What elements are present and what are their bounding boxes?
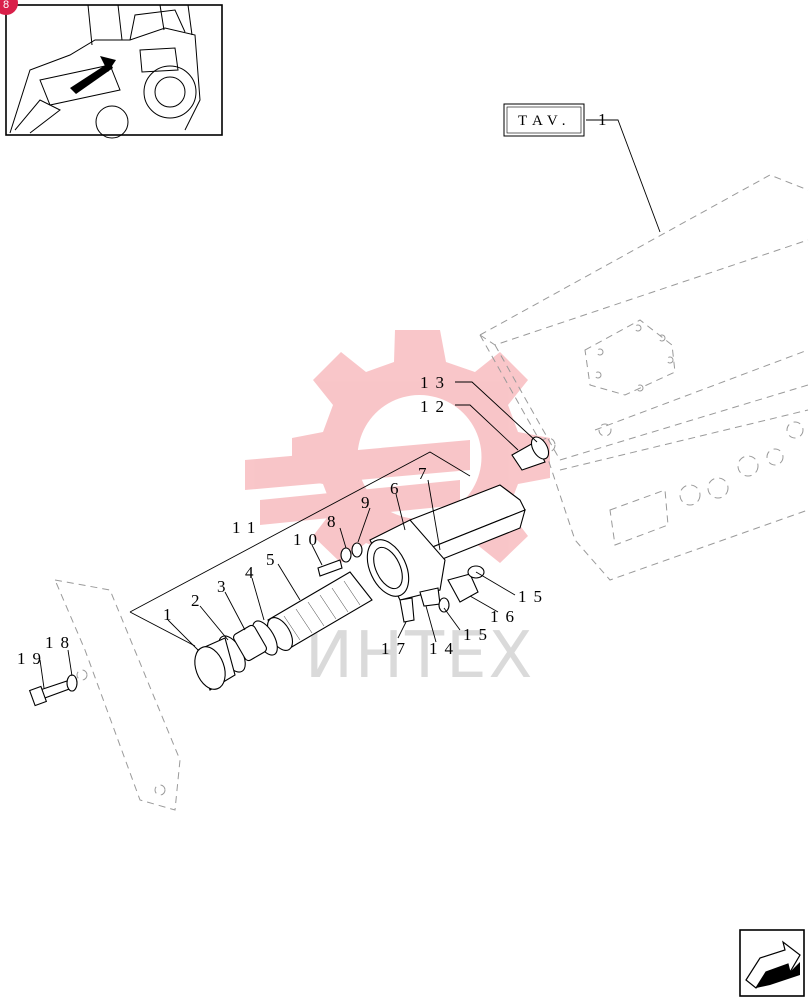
callout-15b: 15	[463, 625, 494, 644]
filter-element[interactable]	[262, 571, 373, 655]
page-badge-text: 8	[3, 0, 9, 11]
mounting-plate-outline	[54, 579, 181, 811]
filter-housing[interactable]	[359, 484, 526, 603]
next-page-arrow-icon[interactable]	[739, 929, 805, 997]
seal-13[interactable]	[528, 434, 552, 462]
callout-6: 6	[390, 479, 406, 498]
callout-17: 17	[381, 639, 412, 658]
callout-10: 10	[293, 530, 324, 549]
cover-1[interactable]	[189, 637, 236, 693]
washer-9[interactable]	[351, 542, 363, 558]
elbow-16[interactable]	[447, 573, 479, 603]
callout-4: 4	[245, 563, 261, 582]
bolt-10[interactable]	[317, 559, 343, 577]
callout-labels: 1 2 3 4 5 6 7 8 9 10 11 12 13 14 15 15 1…	[17, 373, 549, 668]
callout-18: 18	[45, 633, 76, 652]
callout-9: 9	[361, 493, 377, 512]
sensor-17[interactable]	[399, 597, 415, 623]
callout-19: 19	[17, 649, 48, 668]
tav-number: 1	[598, 110, 614, 129]
callout-14: 14	[429, 639, 460, 658]
axle-housing-outline	[479, 174, 809, 581]
callout-1: 1	[163, 605, 179, 624]
callout-8: 8	[327, 512, 343, 531]
page-badge: 8	[0, 0, 18, 15]
tav-reference[interactable]: TAV. 1	[503, 103, 661, 233]
callout-2: 2	[191, 591, 207, 610]
callout-15a: 15	[518, 587, 549, 606]
tav-label: TAV.	[518, 113, 572, 129]
seal-15b[interactable]	[438, 597, 450, 613]
washer-8[interactable]	[340, 547, 352, 563]
machine-thumbnail[interactable]	[5, 4, 223, 139]
callout-11-bracket	[129, 451, 471, 613]
watermark-text: ИНТЕХ	[305, 619, 534, 693]
leader-lines	[39, 381, 538, 689]
callout-3: 3	[217, 577, 233, 596]
bolt-19[interactable]	[28, 679, 73, 707]
valve-3[interactable]	[232, 624, 268, 662]
callout-7: 7	[418, 464, 434, 483]
callout-16: 16	[490, 607, 521, 626]
callout-5: 5	[266, 550, 282, 569]
callout-13: 13	[420, 373, 451, 392]
callout-11: 11	[232, 518, 262, 537]
callout-12: 12	[420, 397, 451, 416]
washer-18[interactable]	[66, 674, 78, 692]
